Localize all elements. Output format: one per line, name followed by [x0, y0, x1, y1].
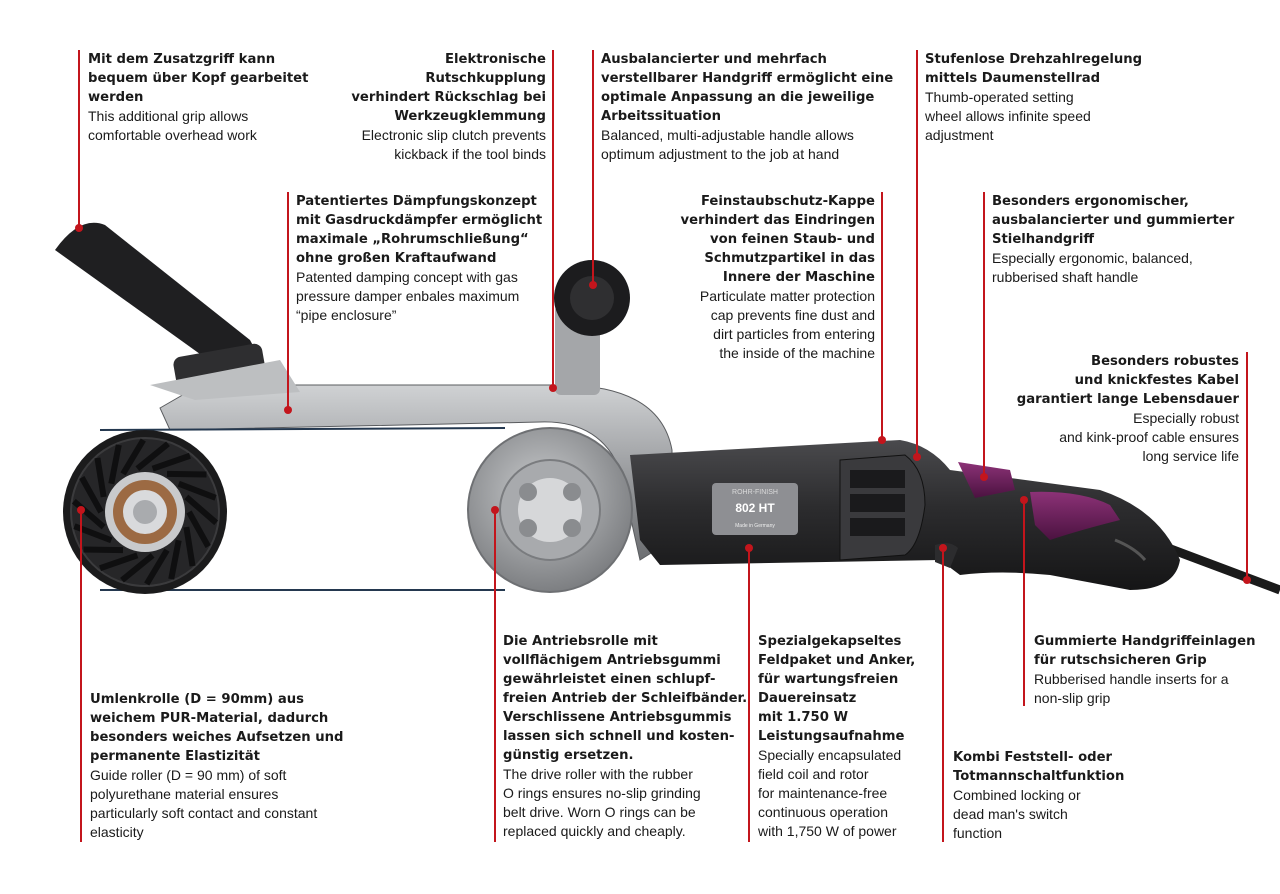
callout-lines	[75, 50, 1251, 842]
roller-rib	[108, 444, 122, 485]
guide-roller	[63, 430, 227, 594]
roller-rib	[151, 452, 191, 472]
roller-rib	[135, 441, 170, 471]
drive-roller	[467, 427, 633, 593]
annotation-en-text: Patented damping concept with gas pressu…	[296, 269, 520, 323]
annotation-en-text: Thumb-operated setting wheel allows infi…	[925, 89, 1091, 143]
power-cable	[1158, 540, 1280, 595]
annotation-de-text: Ausbalancierter und mehrfach verstellbar…	[601, 52, 894, 124]
roller-rib	[166, 470, 207, 478]
annotation-cable: Besonders robustes und knickfestes Kabel…	[1000, 352, 1239, 466]
roller-rib	[120, 553, 155, 583]
roller-rib	[177, 480, 217, 501]
roller-rib	[94, 457, 107, 498]
roller-rib	[168, 539, 182, 580]
annotation-en-text: Balanced, multi-adjustable handle allows…	[601, 127, 854, 162]
annotation-en-text: This additional grip allows comfortable …	[88, 108, 257, 143]
annotation-damping: Patentiertes Dämpfungskonzept mit Gasdru…	[296, 192, 556, 325]
roller-rib	[183, 526, 196, 567]
annotation-dust-cap: Feinstaubschutz-Kappe verhindert das Ein…	[650, 192, 875, 363]
annotation-rubber-inserts: Gummierte Handgriffeinlagen für rutschsi…	[1034, 632, 1274, 708]
annotation-de-text: Feinstaubschutz-Kappe verhindert das Ein…	[680, 194, 875, 285]
annotation-en-text: Rubberised handle inserts for a non-slip…	[1034, 671, 1229, 706]
annotation-en-text: Combined locking or dead man's switch fu…	[953, 787, 1081, 841]
model-plate	[712, 483, 798, 535]
annotation-en-text: Particulate matter protection cap preven…	[699, 288, 875, 361]
annotation-de-text: Patentiertes Dämpfungskonzept mit Gasdru…	[296, 194, 543, 266]
motor-body	[630, 440, 1180, 590]
annotation-en-text: The drive roller with the rubber O rings…	[503, 766, 701, 839]
annotation-de-text: Spezialgekapseltes Feldpaket und Anker, …	[758, 634, 916, 744]
annotation-de-text: Elektronische Rutschkupplung verhindert …	[351, 52, 546, 124]
annotation-slip-clutch: Elektronische Rutschkupplung verhindert …	[320, 50, 546, 164]
annotation-de-text: Umlenkrolle (D = 90mm) aus weichem PUR-M…	[90, 692, 344, 764]
annotation-de-text: Gummierte Handgriffeinlagen für rutschsi…	[1034, 634, 1256, 668]
annotation-en-text: Electronic slip clutch prevents kickback…	[361, 127, 546, 162]
annotation-en-text: Especially ergonomic, balanced, rubberis…	[992, 250, 1193, 285]
made-in-label: Made in Germany	[735, 523, 775, 529]
annotation-en-text: Especially robust and kink-proof cable e…	[1059, 410, 1239, 464]
annotation-handle: Ausbalancierter und mehrfach verstellbar…	[601, 50, 901, 164]
annotation-de-text: Besonders ergonomischer, ausbalancierter…	[992, 194, 1235, 247]
model-number-label: 802 HT	[735, 501, 775, 515]
auxiliary-grip	[55, 222, 300, 400]
roller-rib	[184, 494, 219, 526]
roller-rib	[144, 548, 170, 586]
annotation-shaft-handle: Besonders ergonomischer, ausbalancierter…	[992, 192, 1252, 287]
annotation-auxiliary-grip: Mit dem Zusatzgriff kann bequem über Kop…	[88, 50, 318, 145]
annotation-de-text: Besonders robustes und knickfestes Kabel…	[1016, 354, 1239, 407]
annotation-de-text: Die Antriebsrolle mit vollflächigem Antr…	[503, 634, 748, 763]
roller-rib	[186, 510, 211, 548]
annotation-switch-function: Kombi Feststell- oder Totmannschaltfunkt…	[953, 748, 1153, 843]
roller-rib	[71, 498, 106, 530]
roller-rib	[99, 552, 139, 572]
roller-rib	[79, 476, 104, 514]
annotation-field-coil: Spezialgekapseltes Feldpaket und Anker, …	[758, 632, 938, 841]
model-brand-label: ROHR-FINISH	[732, 489, 778, 496]
dust-protection-cap	[554, 260, 630, 395]
annotation-speed-control: Stufenlose Drehzahlregelung mittels Daum…	[925, 50, 1165, 145]
annotation-en-text: Guide roller (D = 90 mm) of soft polyure…	[90, 767, 318, 840]
annotation-en-text: Specially encapsulated field coil and ro…	[758, 747, 902, 839]
annotation-de-text: Stufenlose Drehzahlregelung mittels Daum…	[925, 52, 1143, 86]
roller-rib	[120, 438, 146, 476]
roller-rib	[83, 546, 124, 554]
annotation-guide-roller: Umlenkrolle (D = 90mm) aus weichem PUR-M…	[90, 690, 370, 842]
annotation-drive-roller: Die Antriebsrolle mit vollflächigem Antr…	[503, 632, 748, 841]
annotation-de-text: Mit dem Zusatzgriff kann bequem über Kop…	[88, 52, 309, 105]
annotation-de-text: Kombi Feststell- oder Totmannschaltfunkt…	[953, 750, 1125, 784]
